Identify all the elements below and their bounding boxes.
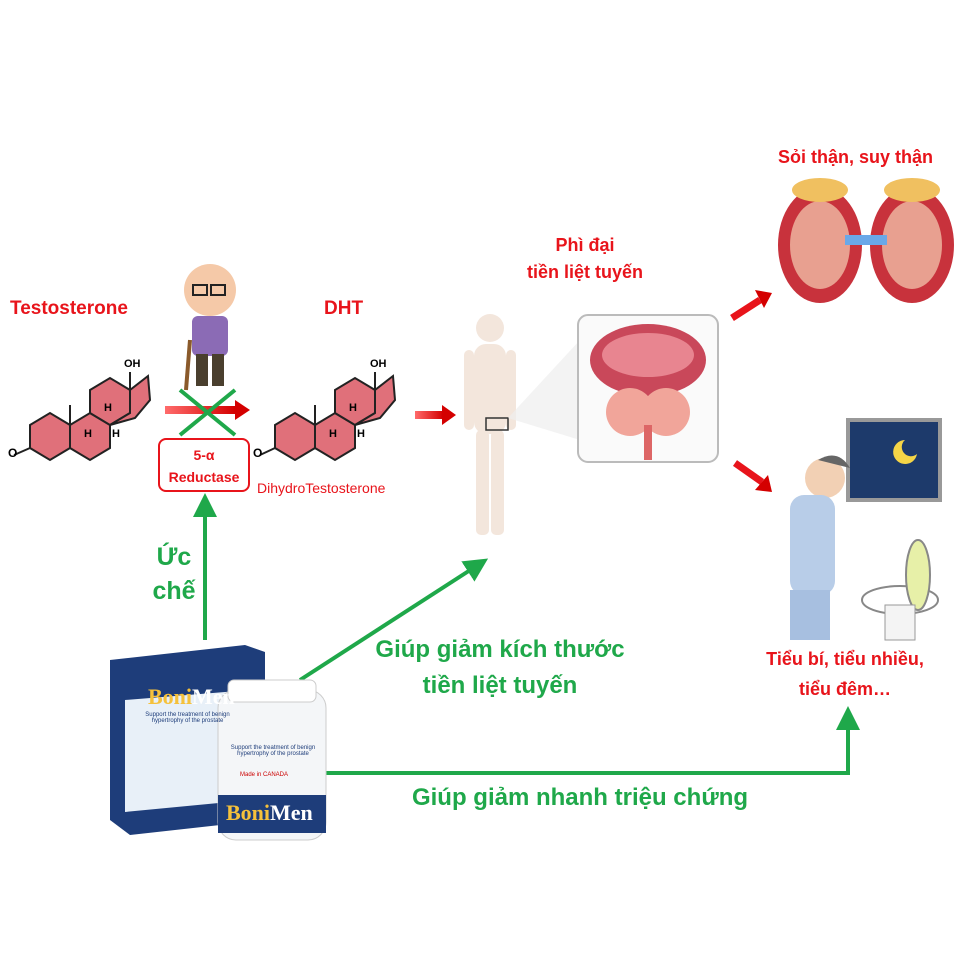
h-label: H [112,428,120,440]
h-label: H [329,428,337,440]
box-brand: BoniMen [148,684,235,710]
brand-part-a: Boni [148,684,193,709]
bottle-origin: Made in CANADA [240,772,289,778]
dht-fullname: DihydroTestosterone [257,480,386,496]
h-label: H [357,428,365,440]
red-arrow-to-kidney [730,290,772,321]
kidney-label: Sỏi thận, suy thận [778,147,934,167]
green-arrow-reduce-symptoms [320,706,860,775]
dht-molecule [274,374,397,462]
brand-part-b: Men [270,800,313,825]
h-label: H [104,402,112,414]
inhibit-line2: chế [152,577,196,605]
bottle-tagline: Support the treatment of benign hypertro… [230,745,316,757]
oh-label: OH [370,358,387,370]
inhibit-line1: Ức [156,543,192,571]
blocked-x-icon [178,388,237,437]
bottle-brand: BoniMen [226,800,313,826]
bph-line1: Phì đại [555,235,615,255]
h-label: H [349,402,357,414]
green-arrow-reduce-size [298,558,489,682]
reduce-symptoms-label: Giúp giảm nhanh triệu chứng [411,784,749,811]
reduce-size-label: Giúp giảm kích thước tiền liệt tuyến [360,632,640,704]
urinary-line2: tiểu đêm… [798,679,891,699]
red-arrow-dht-to-body [415,405,456,425]
oh-label: OH [124,358,141,370]
h-label: H [84,428,92,440]
reduce-size-line1: Giúp giảm kích thước [375,636,625,663]
red-arrow-testosterone-to-dht [165,400,250,420]
old-man-illustration [184,264,236,391]
red-arrow-to-urinary [732,460,772,492]
inhibit-label: Ức chế [148,540,200,608]
testosterone-molecule [29,374,152,462]
testosterone-label: Testosterone [10,298,128,319]
urinary-line1: Tiểu bí, tiểu nhiều, [766,649,924,669]
brand-part-b: Men [192,684,235,709]
urinary-label: Tiểu bí, tiểu nhiều, tiểu đêm… [750,644,940,704]
dht-label: DHT [324,298,364,319]
prostate-illustration [577,314,719,463]
bph-line2: tiền liệt tuyến [526,262,643,282]
bonimen-product-image [110,645,327,841]
human-body-illustration [464,314,516,535]
ketone-o-label: O [8,446,18,460]
urinating-man-illustration [790,418,942,641]
enzyme-box: 5-α Reductase [158,438,250,492]
box-tagline: Support the treatment of benign hypertro… [145,712,230,724]
reduce-size-line2: tiền liệt tuyến [422,672,578,699]
kidney-illustration [778,178,954,303]
bph-label: Phì đại tiền liệt tuyến [500,232,670,286]
brand-part-a: Boni [226,800,271,825]
ketone-o-label: O [253,446,263,460]
enzyme-line2: Reductase [168,469,240,485]
enzyme-line1: 5-α [193,447,215,463]
